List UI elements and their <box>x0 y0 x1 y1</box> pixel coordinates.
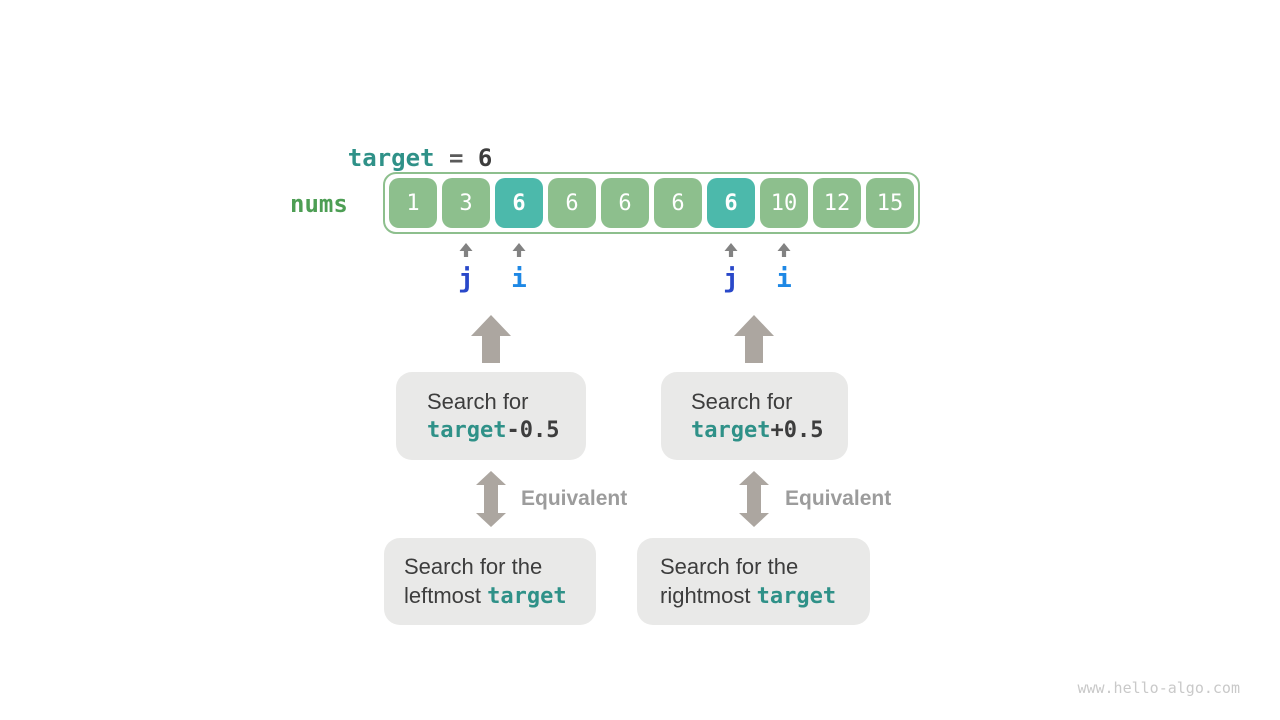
pointer-i-label: i <box>776 264 792 294</box>
equivalent-label: Equivalent <box>785 487 892 510</box>
nums-array: 1 3 6 6 6 6 6 10 12 15 <box>383 172 920 234</box>
search-box-line1: Search for <box>691 389 793 414</box>
target-keyword: target <box>756 584 837 609</box>
pointer-j-label: j <box>723 264 739 294</box>
search-box-line1: Search for <box>427 389 529 414</box>
array-cell: 3 <box>442 178 490 228</box>
up-arrow-icon <box>471 315 511 363</box>
search-box-expression: target+0.5 <box>691 416 848 445</box>
result-prefix: leftmost <box>404 583 488 608</box>
expression-suffix: +0.5 <box>770 418 824 443</box>
array-cell: 6 <box>707 178 755 228</box>
equals-sign: = <box>434 144 478 172</box>
array-cell: 12 <box>813 178 861 228</box>
result-prefix: rightmost <box>660 583 757 608</box>
target-keyword: target <box>691 418 771 443</box>
target-keyword: target <box>347 144 435 172</box>
pointer-caret-icon <box>724 243 738 257</box>
result-box-line1: Search for the <box>660 554 799 579</box>
pointer-caret-icon <box>459 243 473 257</box>
equivalent-label: Equivalent <box>521 487 628 510</box>
search-plus-box: Search for target+0.5 <box>661 372 848 460</box>
site-watermark: www.hello-algo.com <box>1077 679 1240 697</box>
result-box-line2: rightmost target <box>660 581 870 611</box>
pointer-i-label: i <box>511 264 527 294</box>
rightmost-target-box: Search for the rightmost target <box>637 538 870 625</box>
search-box-expression: target-0.5 <box>427 416 586 445</box>
leftmost-target-box: Search for the leftmost target <box>384 538 596 625</box>
expression-suffix: -0.5 <box>506 418 560 443</box>
pointer-caret-icon <box>777 243 791 257</box>
search-minus-box: Search for target-0.5 <box>396 372 586 460</box>
nums-label: nums <box>290 190 348 218</box>
pointer-j-label: j <box>458 264 474 294</box>
array-cell: 6 <box>548 178 596 228</box>
target-value: 6 <box>477 144 493 172</box>
array-cell: 6 <box>654 178 702 228</box>
double-arrow-icon <box>739 471 769 527</box>
array-cell: 1 <box>389 178 437 228</box>
target-keyword: target <box>487 584 567 609</box>
up-arrow-icon <box>734 315 774 363</box>
pointer-caret-icon <box>512 243 526 257</box>
array-cell: 15 <box>866 178 914 228</box>
array-cell: 10 <box>760 178 808 228</box>
result-box-line2: leftmost target <box>404 581 596 611</box>
array-cell: 6 <box>601 178 649 228</box>
result-box-line1: Search for the <box>404 554 543 579</box>
double-arrow-icon <box>476 471 506 527</box>
array-cell: 6 <box>495 178 543 228</box>
target-keyword: target <box>427 418 507 443</box>
target-assignment: target = 6 <box>290 116 493 200</box>
